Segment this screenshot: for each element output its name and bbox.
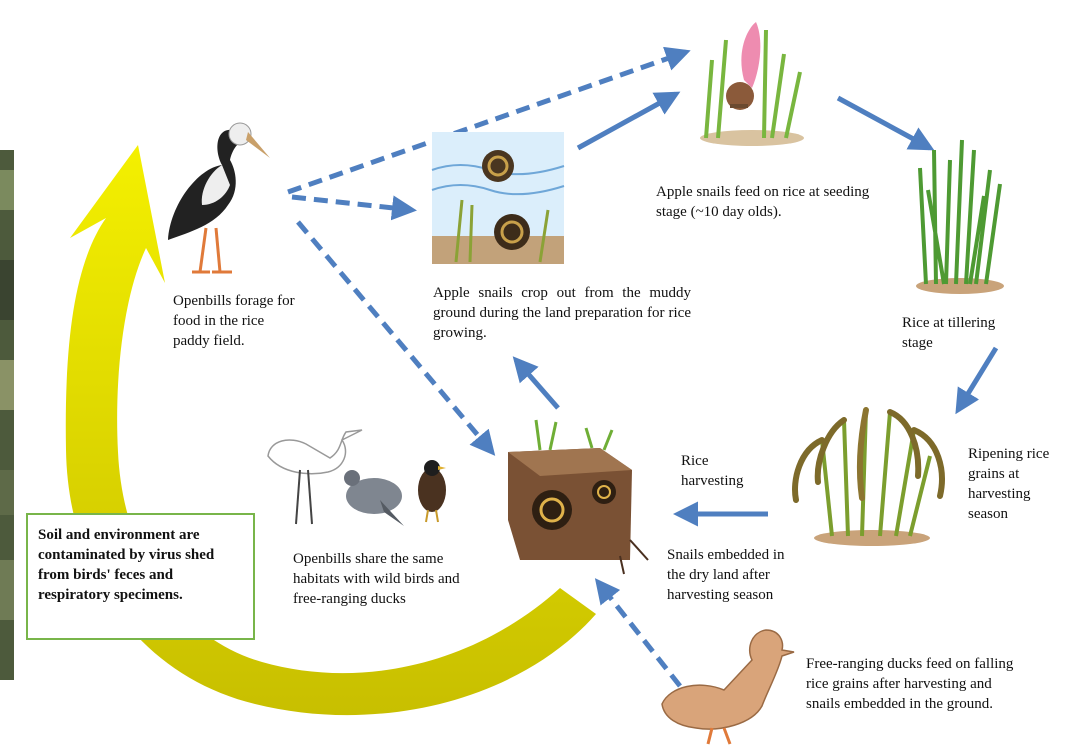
arrow-crop-to-feed <box>578 94 676 148</box>
snails-feed-caption: Apple snails feed on rice at seeding sta… <box>656 182 892 222</box>
wild-birds-caption: Openbills share the same habitats with w… <box>293 549 471 609</box>
snails-embedded-caption: Snails embedded in the dry land after ha… <box>667 545 793 605</box>
arrow-feed-to-tillering <box>838 98 930 148</box>
contamination-note-box: Soil and environment are contaminated by… <box>26 513 255 640</box>
arrow-tillering-to-ripening <box>958 348 996 410</box>
openbill-stork-icon <box>168 123 270 272</box>
free-ranging-duck-icon <box>662 630 794 744</box>
rice-harvesting-caption: Rice harvesting <box>681 451 767 491</box>
contamination-note-text: Soil and environment are contaminated by… <box>38 527 214 603</box>
snail-on-rice-seedling-icon <box>700 22 804 146</box>
ripening-rice-plant-icon <box>795 410 942 546</box>
arrow-embedded-to-crop <box>516 360 558 408</box>
dashed-openbill-to-snails <box>292 197 412 210</box>
ducks-caption: Free-ranging ducks feed on falling rice … <box>806 654 1020 714</box>
rice-tillering-caption: Rice at tillering stage <box>902 313 1020 353</box>
openbill-caption: Openbills forage for food in the rice pa… <box>173 291 303 351</box>
left-photo-strip <box>0 150 14 680</box>
rice-ripening-caption: Ripening rice grains at harvesting seaso… <box>968 444 1066 524</box>
apple-snails-in-water-icon <box>432 132 564 264</box>
rice-tillering-plant-icon <box>916 140 1004 294</box>
snails-in-dry-soil-icon <box>508 420 648 574</box>
egret-pigeon-myna-icon <box>268 430 446 526</box>
snails-crop-caption: Apple snails crop out from the muddy gro… <box>433 283 691 343</box>
